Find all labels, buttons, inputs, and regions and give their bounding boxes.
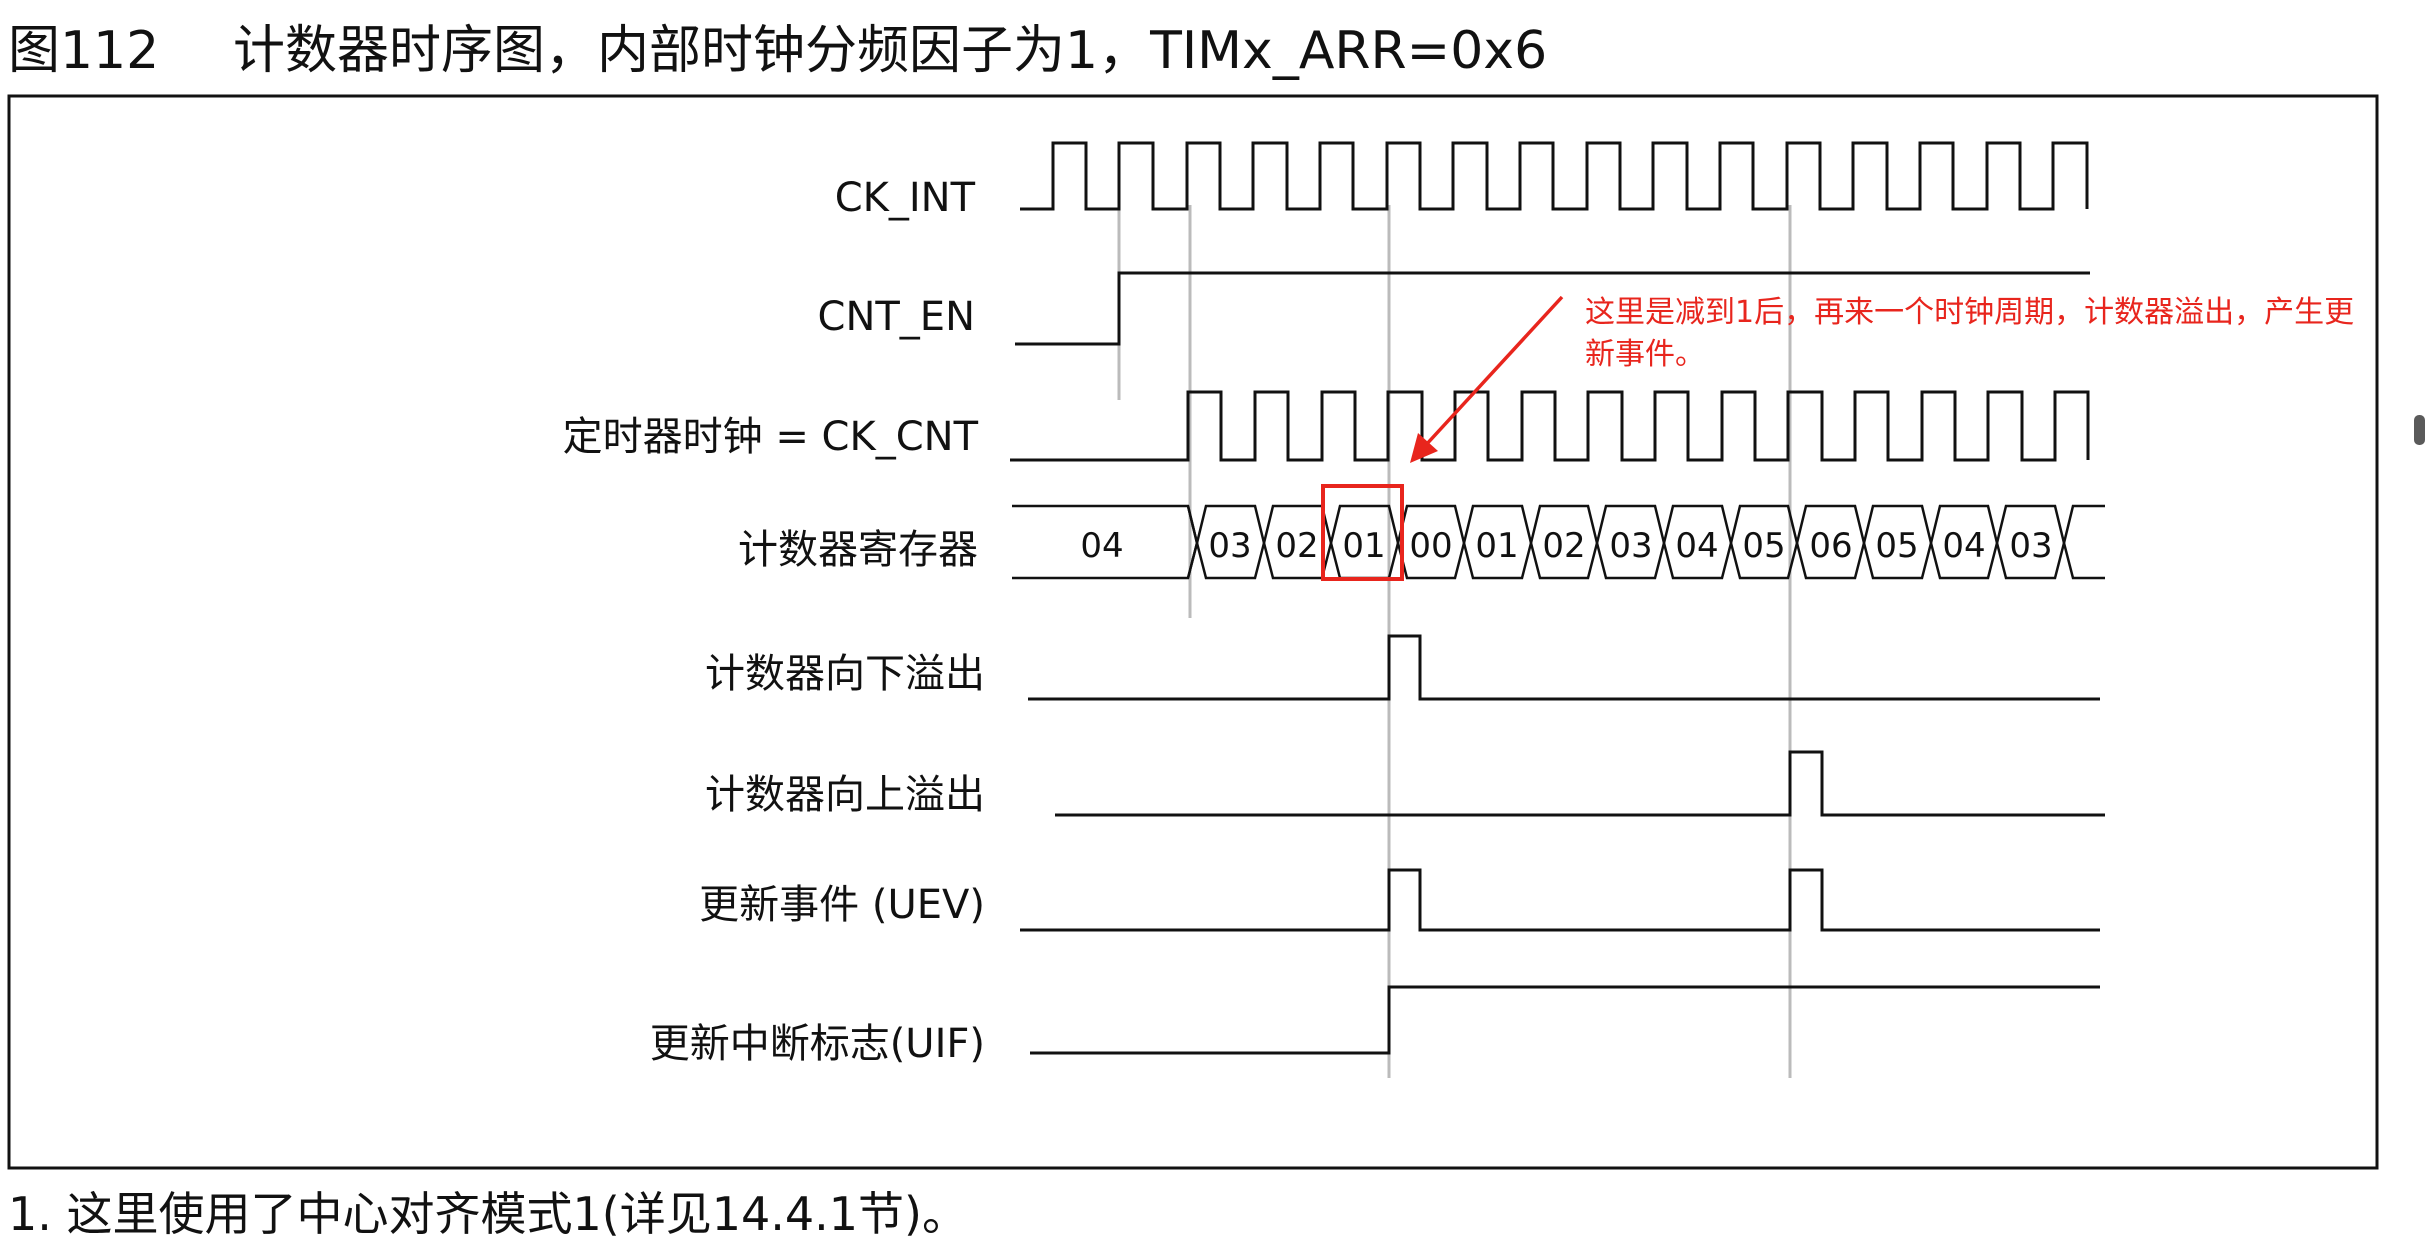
counter-value: 02 (1275, 526, 1318, 566)
highlight-box (1321, 484, 1404, 581)
label-counter-register: 计数器寄存器 (738, 527, 978, 573)
label-overflow: 计数器向上溢出 (705, 772, 985, 818)
counter-value: 01 (1475, 526, 1518, 566)
label-uif: 更新中断标志(UIF) (650, 1021, 985, 1067)
label-ck-cnt: 定时器时钟 = CK_CNT (563, 414, 979, 460)
figure-number: 图112 (8, 21, 160, 81)
counter-value: 01 (1342, 526, 1385, 566)
counter-value: 04 (1942, 526, 1985, 566)
figure-title: 图112 计数器时序图，内部时钟分频因子为1，TIMx_ARR=0x6 (8, 8, 1548, 81)
counter-value: 06 (1809, 526, 1852, 566)
label-cnt-en: CNT_EN (818, 294, 975, 340)
uif-waveform (1030, 985, 2100, 1055)
label-underflow: 计数器向下溢出 (705, 651, 985, 697)
ck-cnt-waveform (1010, 390, 2090, 462)
guide-lines (1117, 205, 1792, 1078)
counter-value: 04 (1080, 526, 1123, 566)
annotation-text-line1: 这里是减到1后，再来一个时钟周期，计数器溢出，产生更 (1585, 295, 2354, 330)
label-uev: 更新事件 (UEV) (699, 882, 985, 928)
figure-caption: 计数器时序图，内部时钟分频因子为1，TIMx_ARR=0x6 (233, 21, 1548, 81)
underflow-waveform (1028, 634, 2100, 701)
scrollbar-thumb[interactable] (2414, 415, 2425, 445)
counter-value: 03 (1208, 526, 1251, 566)
label-ck-int: CK_INT (835, 175, 976, 221)
diagram-frame (7, 94, 2379, 1170)
uev-waveform (1020, 868, 2100, 932)
overflow-waveform (1055, 750, 2105, 817)
footnote: 1. 这里使用了中心对齐模式1(详见14.4.1节)。 (8, 1187, 968, 1241)
counter-value: 04 (1675, 526, 1718, 566)
counter-bus (1012, 504, 2105, 580)
annotation-arrowhead (1410, 433, 1438, 463)
counter-value: 00 (1409, 526, 1452, 566)
annotation-arrow (1411, 295, 1564, 461)
counter-cells (1195, 504, 2066, 580)
counter-value: 03 (1609, 526, 1652, 566)
counter-value: 03 (2009, 526, 2052, 566)
counter-value: 05 (1875, 526, 1918, 566)
counter-value: 05 (1742, 526, 1785, 566)
annotation-text-line2: 新事件。 (1585, 337, 1705, 372)
counter-value: 02 (1542, 526, 1585, 566)
cnt-en-waveform (1015, 271, 2090, 346)
ck-int-waveform (1020, 141, 2089, 211)
